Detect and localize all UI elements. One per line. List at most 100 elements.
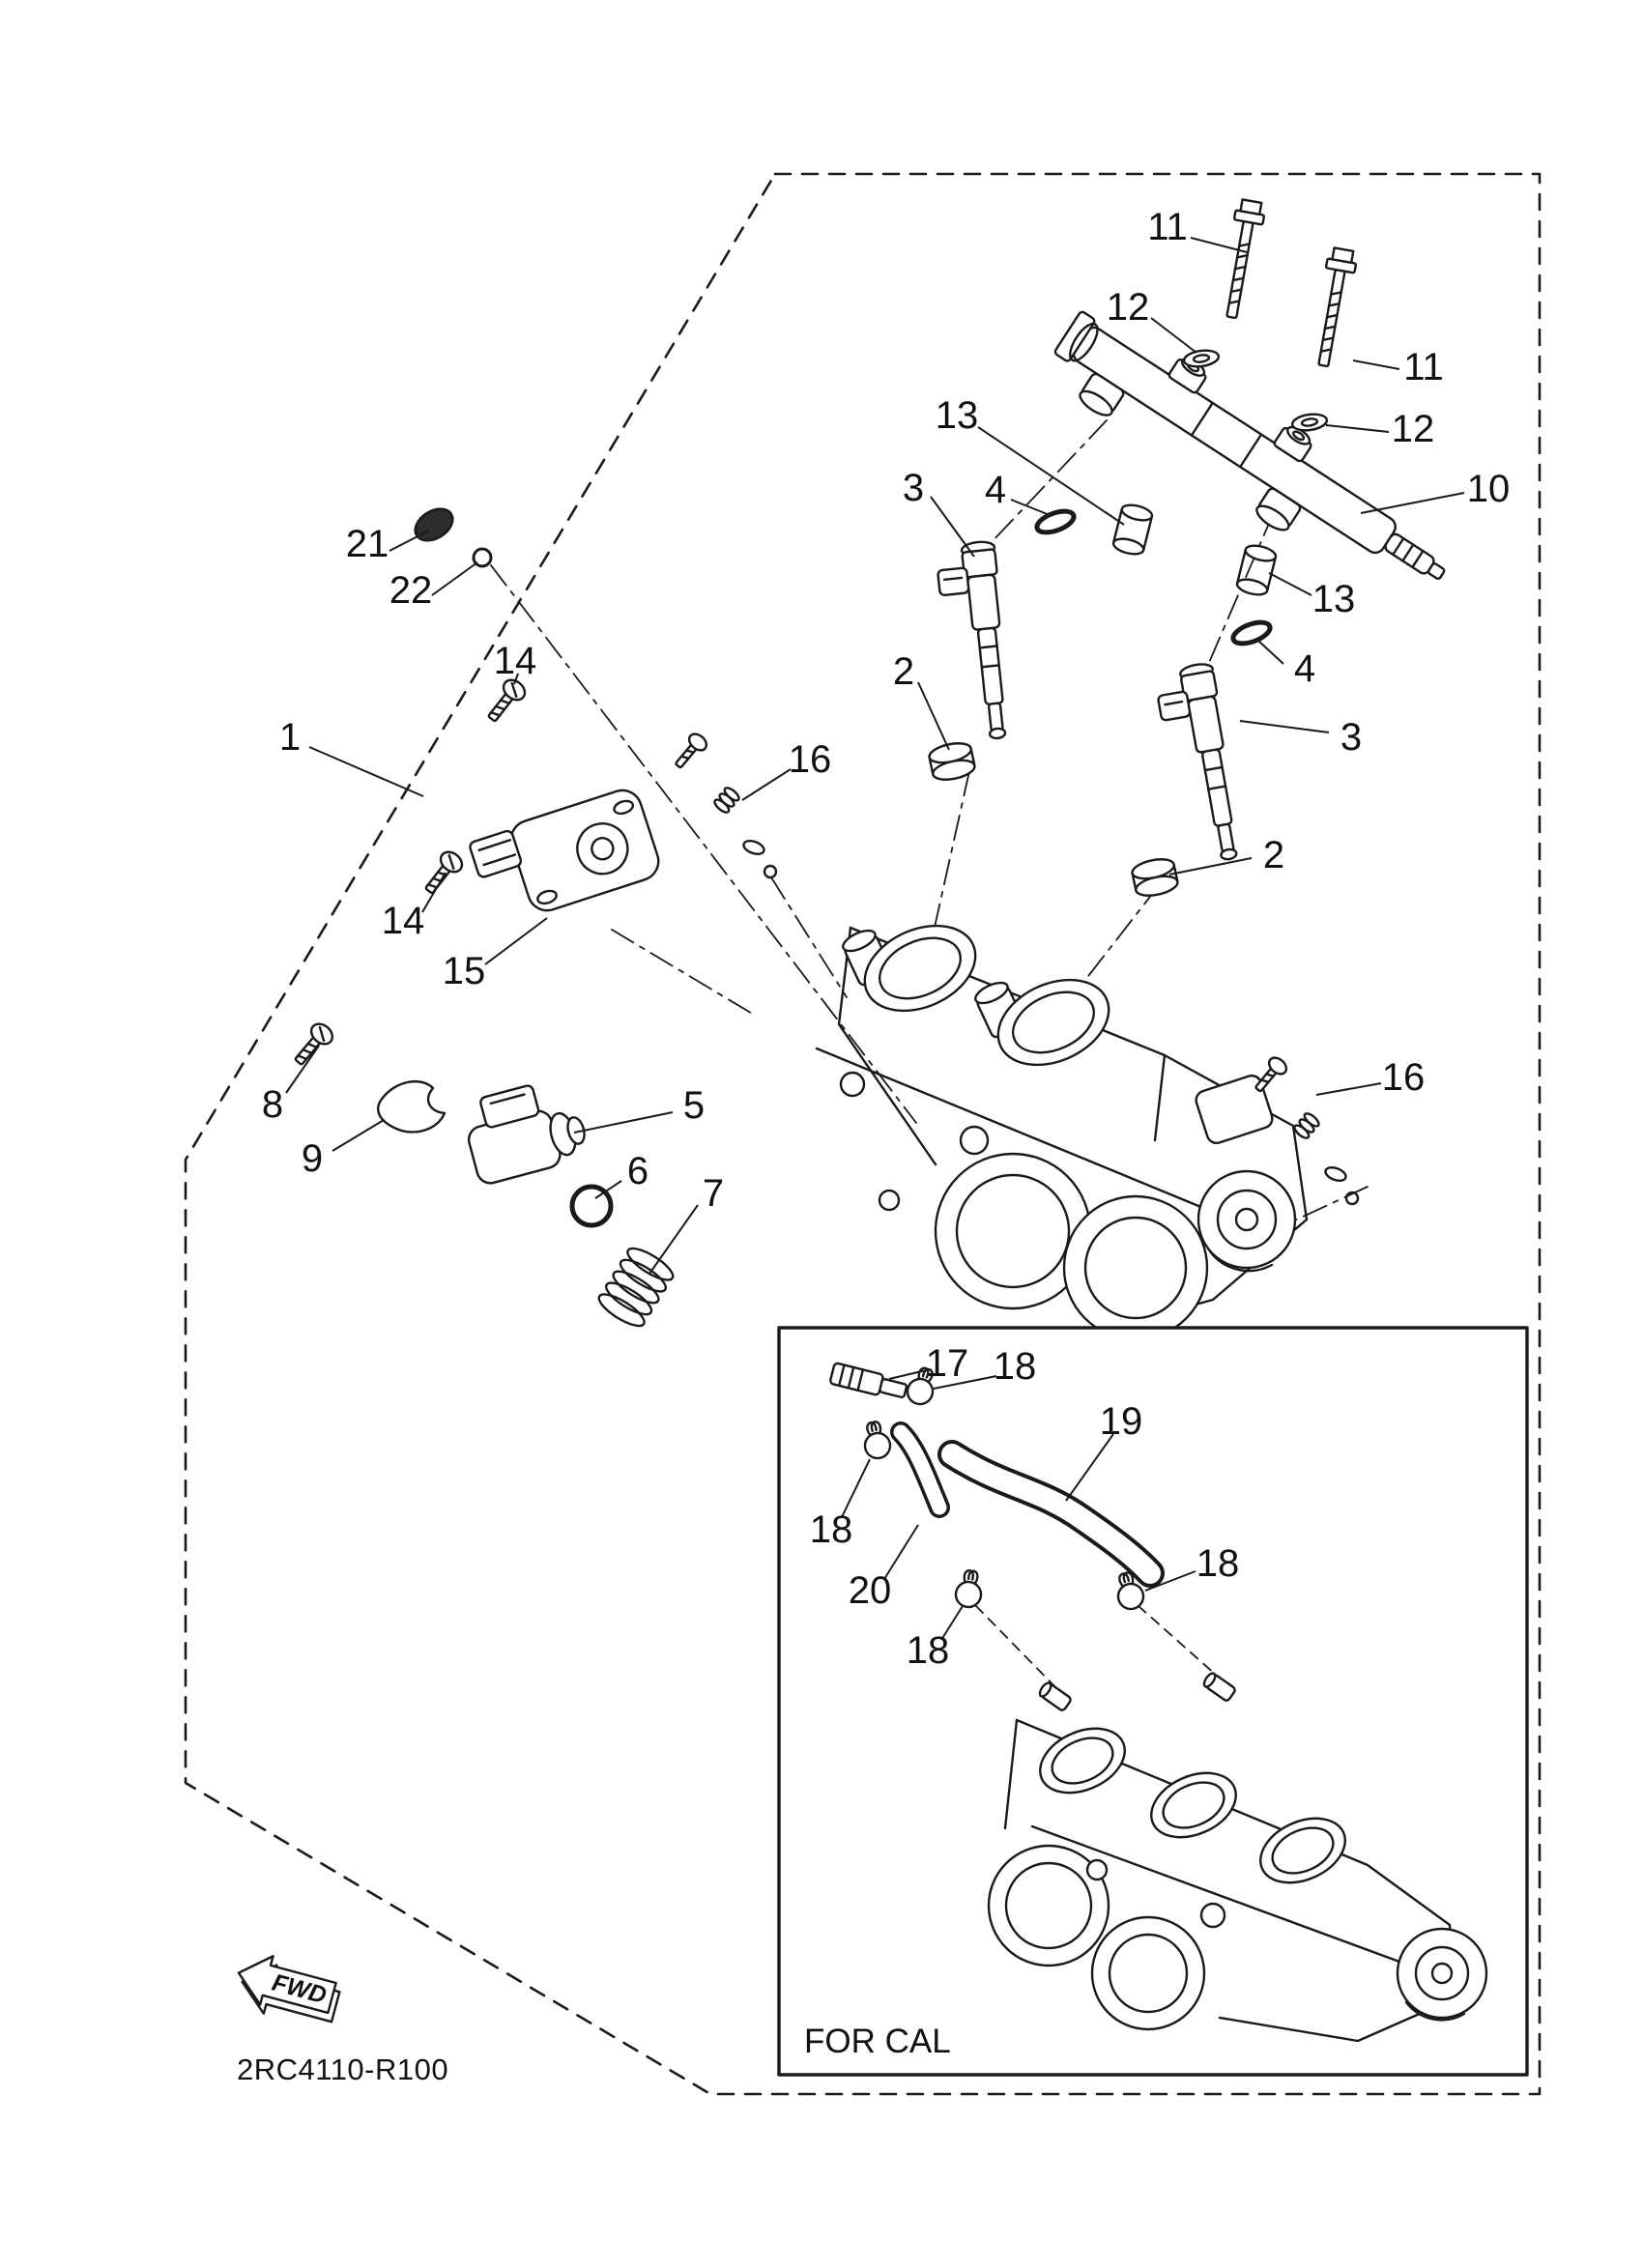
- leader-line-18: [1144, 1570, 1196, 1592]
- figure-code: 2RC4110-R100: [237, 2053, 448, 2086]
- spring: [597, 1247, 675, 1328]
- leader-line-12: [1325, 424, 1390, 433]
- o-ring: [569, 1184, 614, 1228]
- leader-line-16: [1315, 1082, 1382, 1096]
- callout-16: 16: [789, 738, 832, 781]
- leader-lines: [285, 237, 1465, 1641]
- leader-line-18: [841, 1458, 871, 1518]
- callout-6: 6: [627, 1150, 649, 1192]
- callout-8: 8: [262, 1083, 283, 1126]
- callout-4: 4: [985, 469, 1006, 511]
- spacer-collar: [1110, 501, 1155, 559]
- callout-15: 15: [443, 950, 486, 992]
- callout-2: 2: [1263, 834, 1284, 876]
- leader-line-22: [431, 561, 478, 596]
- screw-set: [1249, 1053, 1360, 1206]
- screw-set: [669, 730, 778, 879]
- injector-seal: [1129, 854, 1181, 901]
- rubber-cap: [414, 507, 454, 542]
- throttle-position-sensor: [469, 789, 660, 912]
- throttle-body-assembly: [815, 907, 1309, 1341]
- o-ring: [1230, 619, 1273, 646]
- leader-line-13: [977, 426, 1125, 526]
- leader-line-10: [1360, 492, 1465, 514]
- callout-10: 10: [1467, 468, 1511, 510]
- fuel-injector: [937, 540, 1007, 740]
- callout-14: 14: [494, 640, 537, 682]
- fwd-arrow: FWD: [237, 1955, 341, 2024]
- flange-bolt: [1216, 197, 1268, 322]
- leader-line-7: [649, 1204, 699, 1275]
- inset-throttle-body: [987, 1670, 1488, 2043]
- callout-21: 21: [346, 523, 389, 565]
- callout-12: 12: [1107, 286, 1150, 329]
- o-ring: [1034, 508, 1077, 535]
- callout-18: 18: [1196, 1542, 1240, 1585]
- callout-18: 18: [810, 1508, 853, 1551]
- callout-12: 12: [1392, 408, 1435, 450]
- callout-20: 20: [849, 1569, 892, 1612]
- retaining-clip: [472, 547, 493, 568]
- leader-line-18: [933, 1375, 997, 1390]
- pan-screw: [288, 1019, 338, 1072]
- callout-11: 11: [1147, 206, 1188, 248]
- callout-4: 4: [1294, 647, 1315, 690]
- callout-3: 3: [903, 467, 924, 509]
- callout-9: 9: [302, 1137, 323, 1180]
- sensor-screw: [480, 675, 531, 728]
- leader-line-13: [1268, 572, 1312, 596]
- sensor-screw: [418, 847, 468, 900]
- callout-19: 19: [1100, 1400, 1143, 1443]
- leader-line-5: [573, 1111, 674, 1134]
- leader-line-11: [1352, 359, 1400, 370]
- callout-11: 11: [1403, 346, 1444, 388]
- leader-line-4: [1010, 499, 1051, 516]
- leader-line-14: [421, 872, 447, 913]
- leader-line-3: [1239, 720, 1330, 733]
- leader-line-3: [930, 496, 975, 558]
- leader-line-17: [888, 1369, 927, 1380]
- leader-line-11: [1190, 237, 1248, 253]
- callout-14: 14: [382, 900, 425, 942]
- leader-line-9: [331, 1119, 385, 1152]
- callout-3: 3: [1340, 716, 1362, 759]
- callout-16: 16: [1382, 1056, 1426, 1099]
- callout-1: 1: [279, 716, 301, 759]
- leader-line-1: [308, 746, 424, 797]
- callout-13: 13: [936, 394, 979, 437]
- callout-17: 17: [926, 1342, 969, 1385]
- leader-line-20: [883, 1524, 919, 1580]
- spacer-collar: [1234, 541, 1279, 599]
- callout-13: 13: [1312, 578, 1356, 620]
- washer: [1289, 411, 1330, 434]
- leader-line-19: [1065, 1433, 1114, 1502]
- clamp-bracket: [377, 1080, 447, 1134]
- fuel-injector: [1157, 663, 1238, 861]
- washer: [1181, 347, 1222, 370]
- leader-line-6: [594, 1180, 622, 1199]
- callout-22: 22: [389, 569, 433, 612]
- hose-fitting: [829, 1362, 908, 1399]
- leader-line-16: [741, 768, 792, 801]
- pressure-sensor: [467, 1084, 586, 1185]
- leader-line-4: [1257, 640, 1284, 665]
- diagram-boundary: [184, 172, 1542, 2096]
- callout-5: 5: [683, 1084, 705, 1127]
- inset-label: FOR CAL: [804, 2023, 951, 2060]
- callout-18: 18: [907, 1629, 950, 1672]
- fuel-rail: [1053, 310, 1446, 580]
- leader-line-18: [940, 1605, 964, 1641]
- callout-18: 18: [994, 1345, 1037, 1388]
- leader-line-14: [513, 673, 519, 685]
- flange-bolt: [1308, 245, 1360, 370]
- leader-line-8: [285, 1045, 320, 1094]
- leader-line-2: [1168, 857, 1253, 876]
- callout-7: 7: [703, 1172, 724, 1215]
- callout-2: 2: [893, 650, 914, 693]
- for-cal-inset-content: [829, 1362, 1488, 2043]
- leader-line-2: [917, 681, 950, 751]
- leader-line-15: [484, 917, 548, 965]
